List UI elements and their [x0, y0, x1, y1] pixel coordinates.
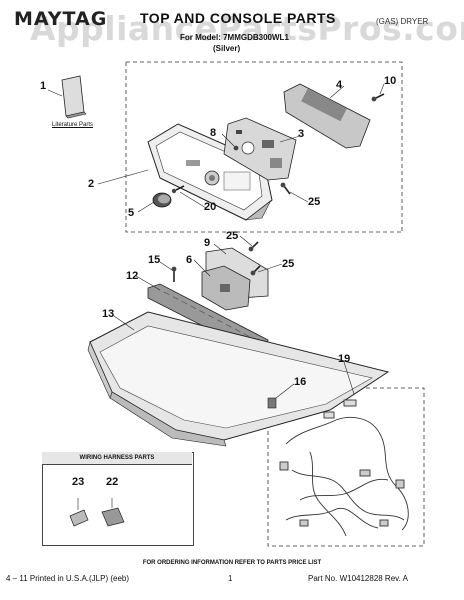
callout-3: 3	[298, 128, 305, 140]
callout-19: 19	[338, 353, 351, 365]
callout-25-upper: 25	[308, 196, 321, 208]
callout-5: 5	[128, 207, 135, 219]
callout-25-right: 25	[282, 258, 295, 270]
callout-12: 12	[126, 270, 139, 282]
brand-logo: MAYTAG	[14, 8, 108, 30]
callout-13: 13	[102, 308, 115, 320]
model-number: For Model: 7MMGDB300WL1	[180, 33, 289, 42]
callout-16: 16	[294, 376, 307, 388]
appliance-type: (GAS) DRYER	[376, 17, 429, 26]
switch-housing	[201, 265, 251, 311]
callout-15: 15	[148, 254, 161, 266]
callout-8: 8	[210, 127, 217, 139]
callout-10: 10	[384, 75, 397, 87]
screw-8	[233, 145, 239, 151]
callout-23: 23	[72, 476, 85, 488]
screw-10	[371, 93, 385, 102]
wiring-harness-parts-box	[42, 452, 194, 546]
top-panel	[87, 311, 390, 447]
foot-16	[267, 397, 277, 409]
wiring-harness	[279, 399, 409, 537]
harness-part-23	[69, 498, 89, 527]
watermark: AppliancePartsPros.com	[30, 9, 464, 48]
callout-1: 1	[40, 80, 47, 92]
model-color: (Silver)	[213, 44, 241, 53]
console-panel	[147, 123, 273, 221]
ordering-note: FOR ORDERING INFORMATION REFER TO PARTS …	[142, 560, 322, 566]
literature-parts-label: Literature Parts	[52, 122, 94, 128]
callout-20: 20	[204, 201, 217, 213]
upper-assembly-boundary	[126, 61, 403, 232]
page-title: TOP AND CONSOLE PARTS	[140, 10, 336, 26]
screw-25-middle	[248, 241, 261, 276]
callout-2: 2	[88, 178, 95, 190]
screw-15	[171, 266, 177, 282]
control-board	[223, 117, 297, 181]
callout-22: 22	[106, 476, 119, 488]
page-number: 1	[228, 574, 233, 583]
wiring-harness-parts-title: WIRING HARNESS PARTS	[42, 452, 192, 465]
screw-20	[171, 185, 185, 194]
harness-part-22	[101, 498, 125, 527]
callout-25-middle: 25	[226, 230, 239, 242]
callout-6: 6	[186, 254, 193, 266]
console-bracket	[283, 83, 371, 149]
part-number: Part No. W10412828 Rev. A	[308, 574, 408, 583]
print-info: 4 – 11 Printed in U.S.A.(JLP) (eeb)	[6, 574, 130, 583]
literature-booklet	[61, 75, 87, 119]
leader-lines	[47, 83, 385, 399]
callout-4: 4	[336, 79, 343, 91]
control-knob	[152, 192, 172, 208]
callout-9: 9	[204, 237, 211, 249]
screw-25-upper	[280, 182, 291, 195]
